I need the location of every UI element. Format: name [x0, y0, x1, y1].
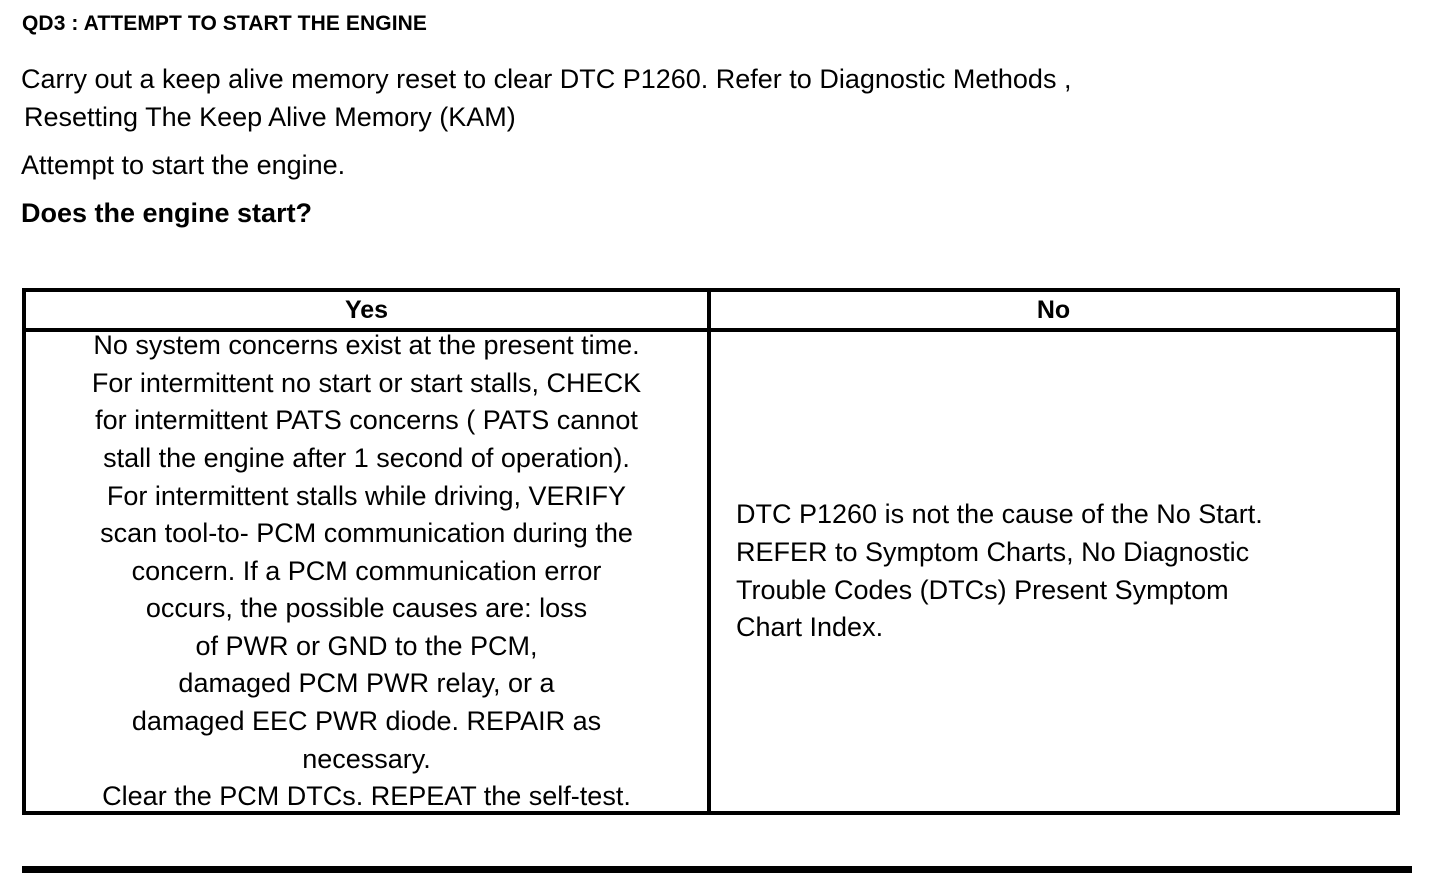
- cell-line: For intermittent no start or start stall…: [91, 367, 642, 398]
- instruction-line: Resetting The Keep Alive Memory (KAM): [24, 102, 516, 132]
- cell-no-text: DTC P1260 is not the cause of the No Sta…: [736, 496, 1263, 646]
- cell-line: Trouble Codes (DTCs) Present Symptom: [736, 574, 1229, 605]
- page-footer-rule: [22, 866, 1412, 873]
- question-text: Does the engine start?: [21, 198, 313, 228]
- cell-no: DTC P1260 is not the cause of the No Sta…: [711, 332, 1396, 811]
- cell-line: REFER to Symptom Charts, No Diagnostic: [736, 536, 1250, 567]
- cell-line: damaged EEC PWR diode. REPAIR as: [131, 706, 602, 737]
- cell-yes: No system concerns exist at the present …: [26, 332, 711, 811]
- page-title: QD3 : ATTEMPT TO START THE ENGINE: [22, 12, 428, 35]
- decision-question: Does the engine start?: [21, 194, 312, 232]
- decision-table: Yes No No system concerns exist at the p…: [22, 288, 1400, 815]
- cell-line: Chart Index.: [736, 612, 884, 643]
- cell-line: For intermittent stalls while driving, V…: [106, 480, 627, 511]
- instruction-kam-reset: Carry out a keep alive memory reset to c…: [21, 60, 1071, 136]
- cell-line: occurs, the possible causes are: loss: [145, 593, 588, 624]
- cell-line: No system concerns exist at the present …: [93, 332, 640, 361]
- cell-line: scan tool-to- PCM communication during t…: [100, 518, 633, 549]
- cell-line: concern. If a PCM communication error: [131, 555, 602, 586]
- cell-line: Clear the PCM DTCs. REPEAT the self-test…: [102, 781, 631, 811]
- cell-yes-text: No system concerns exist at the present …: [92, 332, 641, 811]
- cell-line: stall the engine after 1 second of opera…: [103, 442, 630, 473]
- instruction-line: Carry out a keep alive memory reset to c…: [21, 64, 1072, 94]
- instruction-attempt-start: Attempt to start the engine.: [21, 146, 345, 184]
- cell-line: for intermittent PATS concerns ( PATS ca…: [95, 405, 638, 436]
- column-header-no: No: [1036, 295, 1071, 324]
- table-body-row: No system concerns exist at the present …: [26, 332, 1396, 811]
- table-header-row: Yes No: [26, 292, 1396, 328]
- cell-line: DTC P1260 is not the cause of the No Sta…: [736, 499, 1263, 530]
- header-divider: [26, 328, 1396, 332]
- cell-line: necessary.: [302, 743, 431, 774]
- column-header-yes: Yes: [26, 292, 711, 328]
- instruction-line: Attempt to start the engine.: [21, 150, 346, 180]
- cell-line: damaged PCM PWR relay, or a: [178, 668, 555, 699]
- cell-line: of PWR or GND to the PCM,: [195, 630, 538, 661]
